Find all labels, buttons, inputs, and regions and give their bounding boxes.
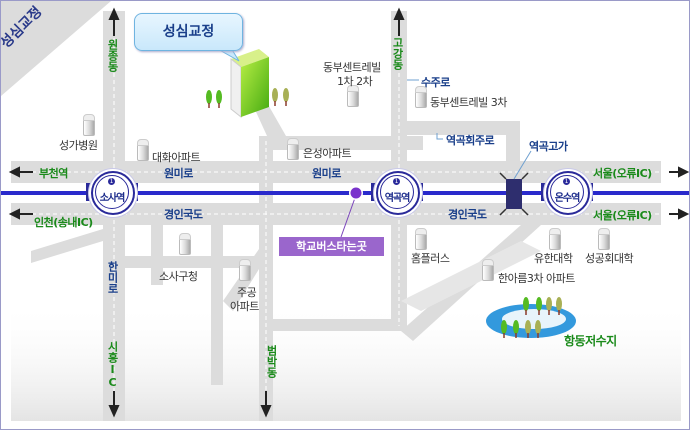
station-wing bbox=[371, 183, 378, 201]
road-label-hanmiro: 한미로 bbox=[106, 261, 119, 294]
campus-callout: 성심교정 bbox=[134, 13, 243, 51]
campus-building-icon[interactable] bbox=[230, 49, 269, 119]
landmark-homeplus: 홈플러스 bbox=[411, 252, 450, 265]
landmark-sungkonghoe: 성공회대학 bbox=[585, 252, 634, 265]
road-label-siheung: 시흥IC bbox=[106, 341, 119, 389]
road-label-wonjong: 원종동 bbox=[106, 39, 119, 72]
building-icon bbox=[287, 138, 299, 160]
road-lower-b bbox=[273, 319, 403, 331]
busstop-leader bbox=[340, 194, 357, 238]
road-minor-b bbox=[151, 225, 163, 285]
landmark-hangdong-reservoir: 항동저수지 bbox=[564, 334, 617, 348]
building-icon bbox=[179, 233, 191, 255]
station-wing bbox=[86, 183, 93, 201]
road-label-beombak: 범박동 bbox=[265, 345, 278, 378]
landmark-eunseong-apt: 은성아파트 bbox=[303, 147, 352, 160]
landmark-sosa-office: 소사구청 bbox=[159, 270, 198, 283]
road-overpass-stub bbox=[506, 129, 520, 163]
landmark-hanareum: 한아름3차 아파트 bbox=[498, 272, 575, 285]
busstop-dot[interactable] bbox=[350, 187, 362, 199]
building-icon bbox=[482, 259, 494, 281]
direction-arrows bbox=[8, 7, 689, 418]
landmark-jugong: 주공 bbox=[237, 286, 257, 299]
tree-icons bbox=[206, 88, 562, 338]
road-label-yeokgok-overpass: 역곡고가 bbox=[529, 140, 568, 153]
station-name: 역곡역 bbox=[384, 193, 411, 204]
station-name: 온수역 bbox=[554, 193, 581, 204]
road-minor-a bbox=[211, 225, 223, 385]
station-inner bbox=[380, 175, 414, 209]
bus-stop-label[interactable]: 학교버스타는곳 bbox=[279, 237, 384, 256]
station-sosa[interactable]: 1 소사역 bbox=[86, 171, 138, 215]
building-icon bbox=[137, 139, 149, 161]
road-label-sujuro: 수주로 bbox=[421, 76, 450, 89]
landmark-yuhan: 유한대학 bbox=[534, 252, 573, 265]
road-beombak bbox=[259, 136, 273, 421]
landmark-dongbu-12: 동부센트레빌 bbox=[323, 61, 381, 74]
road-label-gyeongin-left: 경인국도 bbox=[164, 208, 203, 221]
road-label-yeokgok-hoeju: 역곡회주로 bbox=[446, 134, 495, 147]
road-label-gyeongin-right: 경인국도 bbox=[448, 208, 487, 221]
road-label-gogang: 고강동 bbox=[391, 37, 404, 70]
hoeju-leader bbox=[436, 133, 443, 140]
station-wing bbox=[541, 183, 548, 201]
campus-callout-label: 성심교정 bbox=[162, 24, 215, 40]
building-icon bbox=[415, 228, 427, 250]
road-eunseong bbox=[273, 136, 423, 150]
corner-band bbox=[1, 1, 111, 96]
station-name: 소사역 bbox=[99, 193, 126, 204]
building-icon bbox=[83, 114, 95, 136]
landmark-seongga-hospital: 성가병원 bbox=[59, 139, 98, 152]
line-number-badge: 1 bbox=[563, 178, 570, 185]
landmark-dongbu-3: 동부센트레빌 3차 bbox=[430, 96, 507, 109]
road-label-seoul-bottom: 서울(오류IC) bbox=[593, 209, 652, 222]
road-lower-a bbox=[125, 256, 261, 268]
building-icon bbox=[239, 259, 251, 281]
road-label-bucheon: 부천역 bbox=[39, 167, 68, 180]
line-number-badge: 1 bbox=[393, 178, 400, 185]
bus-stop-text: 학교버스타는곳 bbox=[296, 240, 367, 253]
road-label-wonmiro-left: 원미로 bbox=[164, 167, 193, 180]
building-icon bbox=[347, 85, 359, 107]
road-campus-access bbox=[251, 101, 286, 149]
road-label-seoul-top: 서울(오류IC) bbox=[593, 167, 652, 180]
road-label-incheon: 인천(송내IC) bbox=[34, 216, 93, 229]
station-onsu[interactable]: 1 온수역 bbox=[541, 171, 593, 215]
building-icon bbox=[549, 228, 561, 250]
station-yeokgok[interactable]: 1 역곡역 bbox=[371, 171, 423, 215]
road-yeokgok-hoeju bbox=[407, 121, 520, 135]
reservoir-icon bbox=[486, 304, 576, 338]
road-diag-east bbox=[401, 241, 541, 311]
building-icon bbox=[598, 228, 610, 250]
overpass-leader bbox=[513, 150, 532, 180]
landmark-daehwa-apt: 대화아파트 bbox=[152, 151, 201, 164]
road-label-wonmiro-center: 원미로 bbox=[312, 167, 341, 180]
road-diag-west bbox=[31, 229, 103, 263]
building-icon bbox=[415, 86, 427, 108]
overpass-icon bbox=[499, 172, 529, 216]
landmark-jugong-sub: 아파트 bbox=[230, 300, 259, 313]
line-number-badge: 1 bbox=[108, 178, 115, 185]
landmark-dongbu-12-sub: 1차 2차 bbox=[337, 75, 373, 88]
